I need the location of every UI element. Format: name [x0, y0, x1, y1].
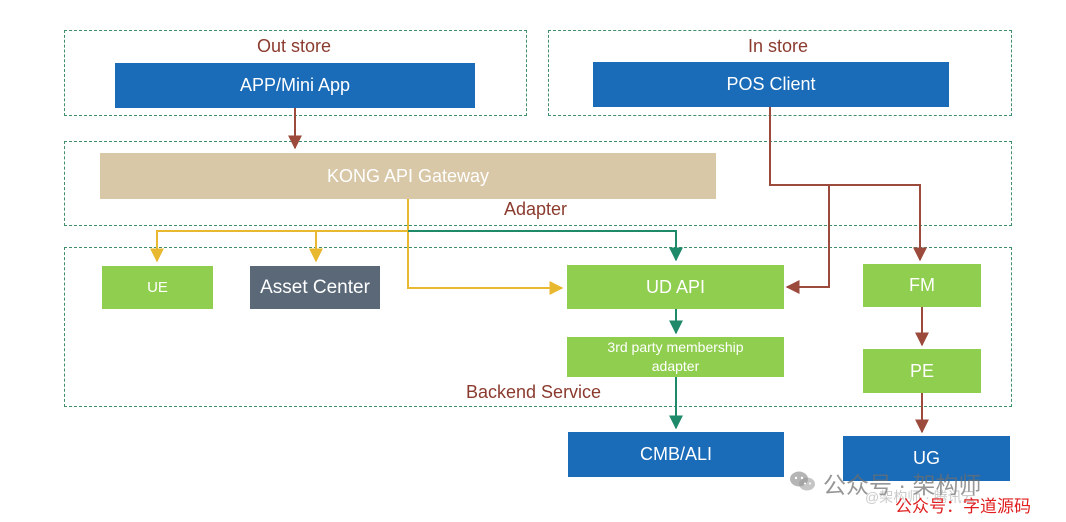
- in-store-label: In store: [748, 36, 809, 56]
- ue-box: UE: [102, 266, 213, 309]
- app-mini-app-box: APP/Mini App: [115, 63, 475, 108]
- arrow-gateway-to-ud-api: [407, 231, 564, 295]
- ug-box: UG: [843, 436, 1010, 481]
- red-account-watermark: 公众号：字道源码: [895, 497, 1031, 516]
- ud-api-box: UD API: [567, 265, 784, 309]
- out-store-label: Out store: [257, 36, 332, 56]
- arrow-gateway-to-ue: [150, 199, 409, 263]
- cmb-ali-box: CMB/ALI: [568, 432, 784, 477]
- arrow-pos-to-ud-api: [769, 107, 830, 294]
- kong-api-gateway-box: KONG API Gateway: [100, 153, 716, 199]
- arrow-pos-to-fm: [829, 184, 927, 262]
- asset-center-box: Asset Center: [250, 266, 380, 309]
- backend-service-label: Backend Service: [466, 382, 602, 402]
- adapter-line-1: 3rd party membership: [607, 339, 744, 355]
- pe-box: PE: [863, 349, 981, 393]
- pos-client-box: POS Client: [593, 62, 949, 107]
- adapter-line-2: adapter: [651, 358, 700, 374]
- in-store-zone: [548, 30, 1012, 116]
- adapter-zone: [64, 141, 1012, 226]
- backend-service-zone: [64, 247, 1012, 407]
- fm-box: FM: [863, 264, 981, 307]
- wechat-account-watermark: 公众号 · 架构师: [823, 472, 982, 498]
- faint-handle-watermark: @架构师 · 腾讯云: [865, 489, 976, 505]
- arrow-gateway-to-ud-api-green: [408, 230, 683, 262]
- adapter-label: Adapter: [504, 199, 568, 219]
- third-party-membership-adapter-box: 3rd party membership adapter: [567, 337, 784, 377]
- wechat-icon: [790, 471, 815, 491]
